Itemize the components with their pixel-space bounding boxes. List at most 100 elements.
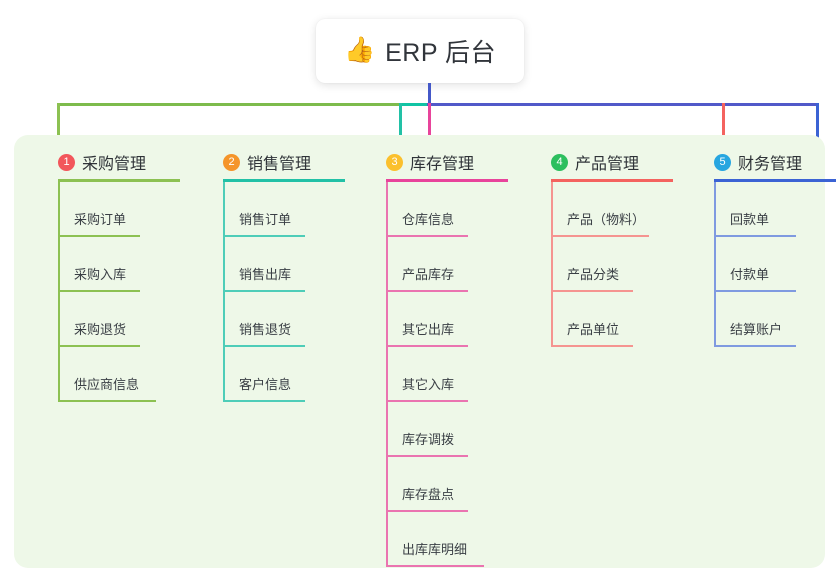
leaf-label: 销售退货 — [239, 322, 292, 337]
list-item[interactable]: 销售退货 — [223, 292, 359, 347]
leaf-rule — [58, 345, 140, 347]
leaf-rule — [386, 345, 468, 347]
branch-items-3: 仓库信息 产品库存 其它出库 其它入库 库存调拨 库存盘点 — [362, 182, 522, 567]
leaf-rule — [551, 235, 649, 237]
branch-header-3[interactable]: 3 库存管理 — [362, 145, 522, 179]
leaf-label: 产品单位 — [567, 322, 620, 337]
branch-badge-3: 3 — [386, 153, 403, 171]
branch-column-3: 3 库存管理 仓库信息 产品库存 其它出库 其它入库 库存调拨 — [362, 145, 522, 567]
list-item[interactable]: 客户信息 — [223, 347, 359, 402]
thumbs-up-icon: 👍 — [343, 35, 376, 64]
list-item[interactable]: 销售出库 — [223, 237, 359, 292]
list-item[interactable]: 采购退货 — [58, 292, 194, 347]
leaf-label: 库存调拨 — [402, 432, 455, 447]
list-item[interactable]: 供应商信息 — [58, 347, 194, 402]
list-item[interactable]: 库存调拨 — [386, 402, 522, 457]
branch-items-1: 采购订单 采购入库 采购退货 供应商信息 — [34, 182, 194, 402]
branch-header-2[interactable]: 2 销售管理 — [199, 145, 359, 179]
list-item[interactable]: 库存盘点 — [386, 457, 522, 512]
list-item[interactable]: 其它出库 — [386, 292, 522, 347]
leaf-rule — [223, 290, 305, 292]
branch-items-4: 产品（物料） 产品分类 产品单位 — [527, 182, 687, 347]
leaf-label: 其它出库 — [402, 322, 455, 337]
leaf-label: 其它入库 — [402, 377, 455, 392]
leaf-rule — [714, 235, 796, 237]
drop-connector-5 — [816, 103, 819, 148]
branch-column-5: 5 财务管理 回款单 付款单 结算账户 — [690, 145, 839, 347]
leaf-label: 采购订单 — [74, 212, 127, 227]
leaf-label: 供应商信息 — [74, 377, 140, 392]
branch-spine-2 — [223, 182, 225, 402]
leaf-label: 出库库明细 — [402, 542, 468, 557]
leaf-rule — [386, 565, 484, 567]
list-item[interactable]: 付款单 — [714, 237, 839, 292]
content-panel — [14, 135, 825, 568]
list-item[interactable]: 仓库信息 — [386, 182, 522, 237]
leaf-label: 采购退货 — [74, 322, 127, 337]
leaf-rule — [551, 290, 633, 292]
leaf-label: 仓库信息 — [402, 212, 455, 227]
branch-rule-2 — [223, 179, 345, 182]
leaf-label: 产品（物料） — [567, 212, 646, 227]
branch-spine-5 — [714, 182, 716, 347]
leaf-label: 客户信息 — [239, 377, 292, 392]
branch-badge-5: 5 — [714, 153, 731, 171]
branch-title-2: 销售管理 — [247, 156, 312, 173]
leaf-rule — [386, 400, 468, 402]
leaf-label: 付款单 — [730, 267, 770, 282]
bus-segment-teal — [399, 103, 429, 106]
branch-rule-5 — [714, 179, 836, 182]
trunk-connector — [428, 83, 431, 105]
branch-spine-4 — [551, 182, 553, 347]
bus-segment-blue — [427, 103, 819, 106]
list-item[interactable]: 采购订单 — [58, 182, 194, 237]
root-node-card[interactable]: 👍 ERP 后台 — [316, 19, 524, 83]
branch-header-5[interactable]: 5 财务管理 — [690, 145, 839, 179]
branch-title-5: 财务管理 — [738, 156, 803, 173]
branch-badge-4: 4 — [551, 153, 568, 171]
leaf-label: 销售订单 — [239, 212, 292, 227]
branch-title-4: 产品管理 — [575, 156, 640, 173]
list-item[interactable]: 销售订单 — [223, 182, 359, 237]
leaf-label: 销售出库 — [239, 267, 292, 282]
branch-rule-3 — [386, 179, 508, 182]
leaf-rule — [386, 510, 468, 512]
list-item[interactable]: 回款单 — [714, 182, 839, 237]
leaf-label: 库存盘点 — [402, 487, 455, 502]
list-item[interactable]: 产品分类 — [551, 237, 687, 292]
leaf-rule — [58, 290, 140, 292]
list-item[interactable]: 出库库明细 — [386, 512, 522, 567]
branch-header-4[interactable]: 4 产品管理 — [527, 145, 687, 179]
branch-badge-1: 1 — [58, 153, 75, 171]
list-item[interactable]: 其它入库 — [386, 347, 522, 402]
branch-title-3: 库存管理 — [410, 156, 475, 173]
branch-rule-4 — [551, 179, 673, 182]
list-item[interactable]: 采购入库 — [58, 237, 194, 292]
branch-column-1: 1 采购管理 采购订单 采购入库 采购退货 供应商信息 — [34, 145, 194, 402]
leaf-label: 产品库存 — [402, 267, 455, 282]
leaf-label: 回款单 — [730, 212, 770, 227]
leaf-rule — [223, 235, 305, 237]
leaf-label: 采购入库 — [74, 267, 127, 282]
list-item[interactable]: 结算账户 — [714, 292, 839, 347]
list-item[interactable]: 产品单位 — [551, 292, 687, 347]
leaf-rule — [714, 345, 796, 347]
branch-header-1[interactable]: 1 采购管理 — [34, 145, 194, 179]
branch-spine-1 — [58, 182, 60, 402]
list-item[interactable]: 产品（物料） — [551, 182, 687, 237]
branch-column-4: 4 产品管理 产品（物料） 产品分类 产品单位 — [527, 145, 687, 347]
leaf-rule — [223, 400, 305, 402]
leaf-label: 产品分类 — [567, 267, 620, 282]
branch-items-2: 销售订单 销售出库 销售退货 客户信息 — [199, 182, 359, 402]
list-item[interactable]: 产品库存 — [386, 237, 522, 292]
branch-column-2: 2 销售管理 销售订单 销售出库 销售退货 客户信息 — [199, 145, 359, 402]
branch-items-5: 回款单 付款单 结算账户 — [690, 182, 839, 347]
leaf-rule — [386, 455, 468, 457]
leaf-rule — [223, 345, 305, 347]
leaf-rule — [714, 290, 796, 292]
branch-rule-1 — [58, 179, 180, 182]
leaf-rule — [58, 400, 156, 402]
drop-connector-2 — [399, 103, 402, 148]
root-node-title: ERP 后台 — [385, 39, 497, 67]
leaf-rule — [386, 290, 468, 292]
